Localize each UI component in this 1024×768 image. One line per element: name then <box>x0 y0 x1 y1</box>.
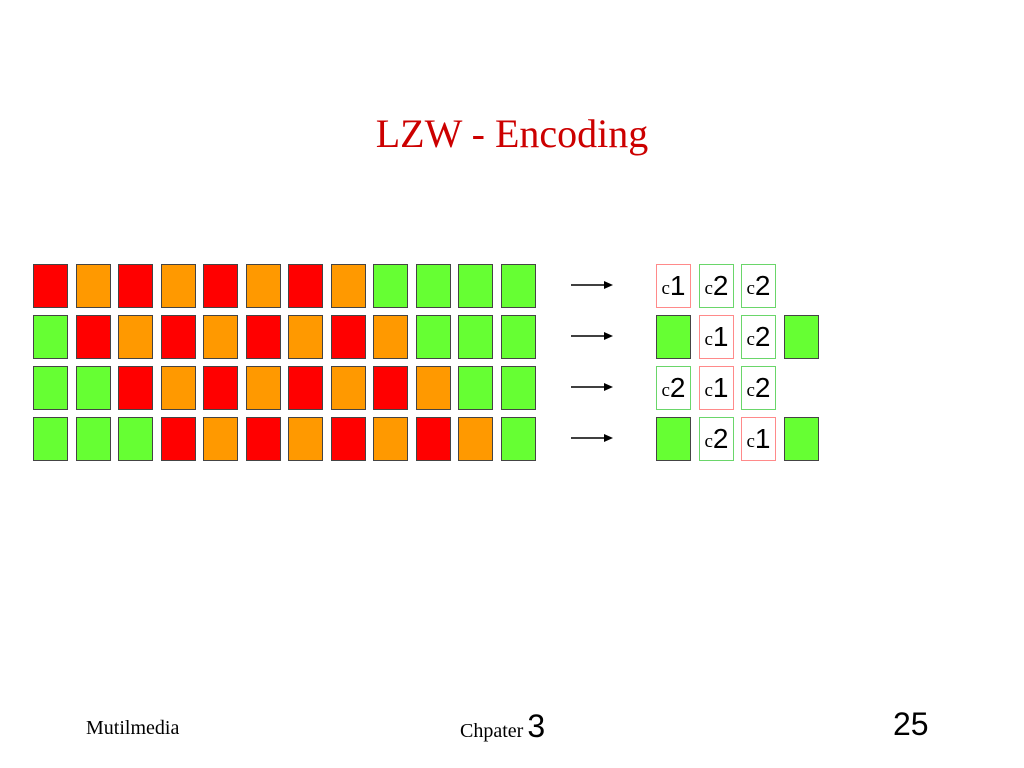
color-square <box>246 366 281 410</box>
color-square <box>161 417 196 461</box>
color-square <box>656 315 691 359</box>
color-square <box>161 264 196 308</box>
color-square <box>416 264 451 308</box>
code-number: 1 <box>712 372 729 403</box>
code-number: 2 <box>754 372 771 403</box>
color-square <box>784 315 819 359</box>
color-square <box>331 366 366 410</box>
footer-course: Mutilmedia <box>86 717 180 739</box>
color-square <box>118 417 153 461</box>
color-square <box>501 417 536 461</box>
color-square <box>288 315 323 359</box>
page-number: 25 <box>893 706 929 742</box>
color-square <box>373 417 408 461</box>
code-letter: c <box>746 431 755 452</box>
code-number: 2 <box>712 270 729 301</box>
color-square <box>458 417 493 461</box>
code-number: 1 <box>712 321 729 352</box>
color-square <box>501 315 536 359</box>
color-square <box>33 417 68 461</box>
color-square <box>33 315 68 359</box>
code-number: 2 <box>754 321 771 352</box>
code-letter: c <box>661 380 670 401</box>
color-square <box>784 417 819 461</box>
color-square <box>161 366 196 410</box>
color-square <box>288 366 323 410</box>
code-number: 2 <box>712 423 729 454</box>
color-square <box>373 366 408 410</box>
color-square <box>118 264 153 308</box>
color-square <box>458 366 493 410</box>
code-letter: c <box>704 431 713 452</box>
color-square <box>458 315 493 359</box>
color-square <box>76 366 111 410</box>
code-letter: c <box>661 278 670 299</box>
right-arrow-icon <box>571 434 613 442</box>
color-square <box>288 264 323 308</box>
code-letter: c <box>704 278 713 299</box>
color-square <box>416 366 451 410</box>
color-square <box>373 264 408 308</box>
code-number: 1 <box>669 270 686 301</box>
right-arrow-icon <box>571 383 613 391</box>
code-letter: c <box>746 278 755 299</box>
color-square <box>161 315 196 359</box>
color-square <box>118 315 153 359</box>
color-square <box>203 417 238 461</box>
color-square <box>203 315 238 359</box>
right-arrow-icon <box>571 332 613 340</box>
code-letter: c <box>746 329 755 350</box>
color-square <box>331 315 366 359</box>
color-square <box>331 264 366 308</box>
color-square <box>656 417 691 461</box>
code-number: 1 <box>754 423 771 454</box>
color-square <box>246 315 281 359</box>
color-square <box>246 417 281 461</box>
right-arrow-icon <box>571 281 613 289</box>
color-square <box>416 315 451 359</box>
color-square <box>288 417 323 461</box>
color-square <box>458 264 493 308</box>
color-square <box>373 315 408 359</box>
color-square <box>118 366 153 410</box>
footer-chapter-label: Chpater <box>460 720 524 742</box>
color-square <box>246 264 281 308</box>
color-square <box>501 366 536 410</box>
code-number: 2 <box>669 372 686 403</box>
color-square <box>416 417 451 461</box>
code-letter: c <box>704 380 713 401</box>
color-square <box>331 417 366 461</box>
color-square <box>203 366 238 410</box>
color-square <box>76 417 111 461</box>
color-square <box>76 315 111 359</box>
slide-title: LZW - Encoding <box>375 111 649 156</box>
code-letter: c <box>704 329 713 350</box>
color-square <box>33 264 68 308</box>
color-square <box>33 366 68 410</box>
color-square <box>501 264 536 308</box>
code-letter: c <box>746 380 755 401</box>
footer-chapter-number: 3 <box>527 708 546 744</box>
color-square <box>203 264 238 308</box>
color-square <box>76 264 111 308</box>
code-number: 2 <box>754 270 771 301</box>
